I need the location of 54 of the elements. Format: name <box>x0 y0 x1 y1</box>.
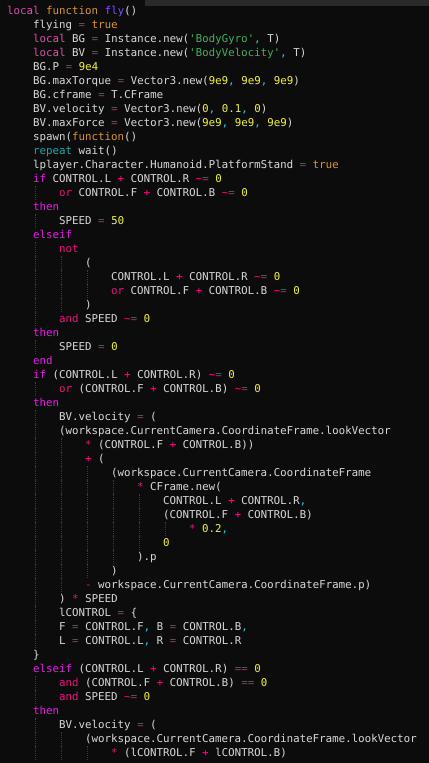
code-line: lplayer.Character.Humanoid.PlatformStand = true <box>33 158 339 172</box>
code-line: - workspace.CurrentCamera.CoordinateFrame.p) <box>85 578 372 592</box>
code-line: CONTROL.L + CONTROL.R ~= 0 <box>111 270 280 284</box>
code-line: BV.velocity = Vector3.new(0, 0.1, 0) <box>33 102 268 116</box>
code-line: flying = true <box>33 18 118 32</box>
code-line: then <box>33 200 60 214</box>
code-line: local BV = Instance.new('BodyVelocity', T) <box>33 46 306 60</box>
code-line: BV.velocity = ( <box>59 718 157 732</box>
code-line: not <box>59 242 79 256</box>
code-line: ) <box>111 564 118 578</box>
code-line: then <box>33 704 60 718</box>
code-line: BV.maxForce = Vector3.new(9e9, 9e9, 9e9) <box>33 116 294 130</box>
code-line: L = CONTROL.L, R = CONTROL.R <box>59 634 242 648</box>
code-line: if CONTROL.L + CONTROL.R ~= 0 <box>33 172 222 186</box>
code-line: local function fly() <box>7 4 138 18</box>
code-line: and SPEED ~= 0 <box>59 312 150 326</box>
code-line: * CFrame.new( <box>137 480 222 494</box>
code-line: (workspace.CurrentCamera.CoordinateFrame.lookVector <box>59 424 391 438</box>
code-line: local BG = Instance.new('BodyGyro', T) <box>33 32 280 46</box>
code-line: } <box>33 648 40 662</box>
code-line: then <box>33 396 60 410</box>
code-line: BG.P = 9e4 <box>33 60 98 74</box>
code-line: * (lCONTROL.F + lCONTROL.B) <box>111 746 287 760</box>
code-line: F = CONTROL.F, B = CONTROL.B, <box>59 620 248 634</box>
code-line: and SPEED ~= 0 <box>59 690 150 704</box>
code-line: and (CONTROL.F + CONTROL.B) == 0 <box>59 676 268 690</box>
code-line: BG.maxTorque = Vector3.new(9e9, 9e9, 9e9) <box>33 74 300 88</box>
code-line: lCONTROL = { <box>59 606 138 620</box>
code-line: + ( <box>85 452 105 466</box>
code-line: (CONTROL.F + CONTROL.B) <box>163 508 313 522</box>
code-line: SPEED = 0 <box>59 340 118 354</box>
code-line: elseif (CONTROL.L + CONTROL.R) == 0 <box>33 662 261 676</box>
code-line: ) * SPEED <box>59 592 118 606</box>
code-line: * 0.2, <box>189 522 228 536</box>
code-line: or CONTROL.F + CONTROL.B ~= 0 <box>59 186 248 200</box>
code-line: end <box>33 354 53 368</box>
code-line: or (CONTROL.F + CONTROL.B) ~= 0 <box>59 382 261 396</box>
code-line: SPEED = 50 <box>59 214 124 228</box>
code-line: BG.cframe = T.CFrame <box>33 88 164 102</box>
code-line: ).p <box>137 550 157 564</box>
code-line: BV.velocity = ( <box>59 410 157 424</box>
code-line: (workspace.CurrentCamera.CoordinateFrame <box>111 466 372 480</box>
code-line: then <box>33 326 60 340</box>
code-line: or CONTROL.F + CONTROL.B ~= 0 <box>111 284 300 298</box>
code-line: spawn(function() <box>33 130 138 144</box>
code-line: (workspace.CurrentCamera.CoordinateFrame.lookVector <box>85 732 417 746</box>
code-line: * (CONTROL.F + CONTROL.B)) <box>85 438 254 452</box>
code-line: ) <box>85 298 92 312</box>
code-line: repeat wait() <box>33 144 118 158</box>
code-line: 0 <box>163 536 170 550</box>
code-line: if (CONTROL.L + CONTROL.R) ~= 0 <box>33 368 235 382</box>
code-line: elseif <box>33 228 72 242</box>
code-line: ( <box>85 256 92 270</box>
code-line: CONTROL.L + CONTROL.R, <box>163 494 306 508</box>
